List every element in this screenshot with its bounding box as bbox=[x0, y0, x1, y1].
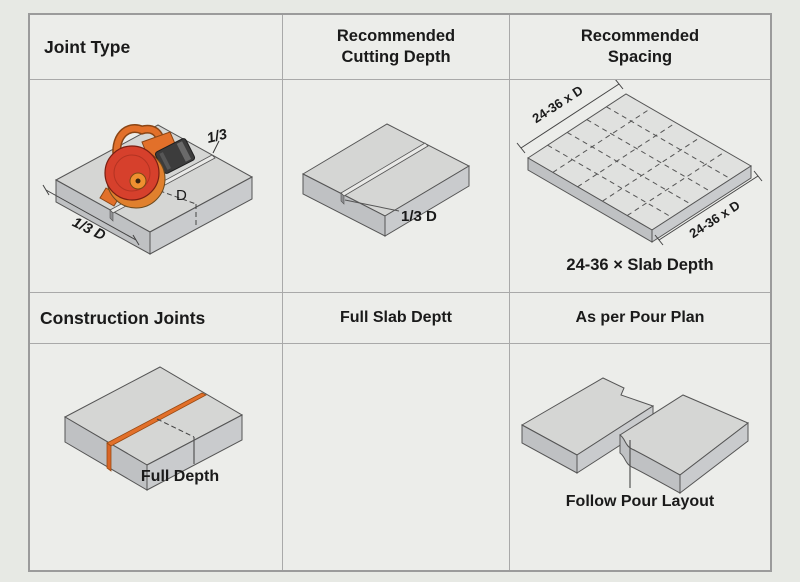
full-slab-depth-label: Full Slab Deptt bbox=[340, 309, 452, 326]
pour-plan-label: As per Pour Plan bbox=[575, 309, 705, 326]
cutting-depth-diagram: 1/3 D bbox=[301, 123, 471, 237]
empty-cell bbox=[283, 344, 510, 570]
grid-edge-top-label: 24-36 x D bbox=[530, 82, 586, 126]
row-full-slab-depth: Full Slab Deptt bbox=[283, 293, 510, 344]
header-cutting-depth: Recommended Cutting Depth bbox=[283, 15, 510, 80]
joint-spec-table: Joint Type Recommended Cutting Depth Rec… bbox=[28, 13, 772, 572]
header-joint-type: Joint Type bbox=[30, 15, 283, 80]
header-spacing: Recommended Spacing bbox=[510, 15, 770, 80]
grid-caption: 24-36 × Slab Depth bbox=[566, 256, 713, 274]
cell-pour-layout: Follow Pour Layout bbox=[510, 344, 770, 570]
pour-layout-label: Follow Pour Layout bbox=[566, 493, 715, 510]
construction-joints-label: Construction Joints bbox=[40, 307, 206, 328]
header-spacing-label: Recommended Spacing bbox=[580, 27, 700, 66]
row-construction-joints: Construction Joints bbox=[30, 293, 283, 344]
cell-spacing-grid: 24-36 x D 24-36 x D 24-36 × Slab Depth bbox=[510, 80, 770, 293]
saw-cut-diagram: 1/3 D 1/3 D bbox=[42, 124, 254, 255]
cut-depth-label: 1/3 D bbox=[401, 208, 437, 225]
cell-full-depth-joint: Full Depth bbox=[30, 344, 283, 570]
spacing-grid-diagram: 24-36 x D 24-36 x D 24-36 × Slab Depth bbox=[516, 80, 763, 274]
saw-fraction-label: 1/3 bbox=[205, 127, 228, 147]
cell-cutting-depth: 1/3 D bbox=[283, 80, 510, 293]
full-depth-label: Full Depth bbox=[141, 468, 219, 485]
header-joint-type-label: Joint Type bbox=[44, 36, 131, 57]
full-depth-joint-diagram: Full Depth bbox=[63, 366, 244, 491]
circular-saw-icon bbox=[99, 124, 196, 209]
pour-layout-diagram: Follow Pour Layout bbox=[520, 377, 749, 510]
cell-saw-cut: 1/3 D 1/3 D bbox=[30, 80, 283, 293]
saw-depth-label: D bbox=[176, 187, 187, 204]
header-cutting-depth-label: Recommended Cutting Depth bbox=[336, 27, 456, 66]
row-pour-plan: As per Pour Plan bbox=[510, 293, 770, 344]
